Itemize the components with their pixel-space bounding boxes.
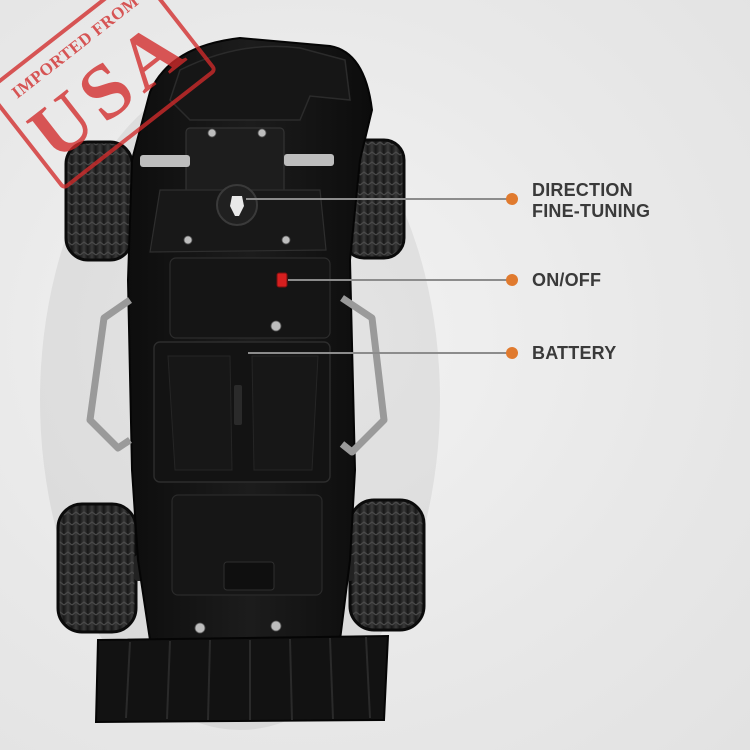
screws [183, 128, 291, 634]
rear-left-wheel [56, 502, 138, 634]
rear-right-wheel [348, 498, 426, 632]
rear-motor-housing [171, 494, 323, 596]
steering-link-right [284, 154, 334, 166]
callout-dot-direction [506, 193, 518, 205]
chassis-switch-plate [169, 257, 331, 339]
trim-knob [216, 184, 258, 226]
rear-diffuser [94, 634, 390, 724]
leader-line-onoff [288, 279, 512, 281]
diffuser-fins [125, 636, 371, 721]
steering-link-left [140, 155, 190, 167]
callout-label-onoff: ON/OFF [532, 270, 602, 290]
leader-line-direction [246, 198, 512, 200]
callout-label-direction: DIRECTION FINE-TUNING [532, 180, 651, 221]
right-roll-bar [339, 295, 388, 456]
callout-label-battery: BATTERY [532, 343, 617, 363]
callout-dot-onoff [506, 274, 518, 286]
battery-cover [153, 341, 331, 483]
leader-line-battery [248, 352, 512, 354]
left-roll-bar [86, 297, 132, 452]
callout-dot-battery [506, 347, 518, 359]
power-switch [276, 272, 288, 288]
rear-vent [223, 561, 275, 591]
front-bumper [169, 45, 351, 121]
